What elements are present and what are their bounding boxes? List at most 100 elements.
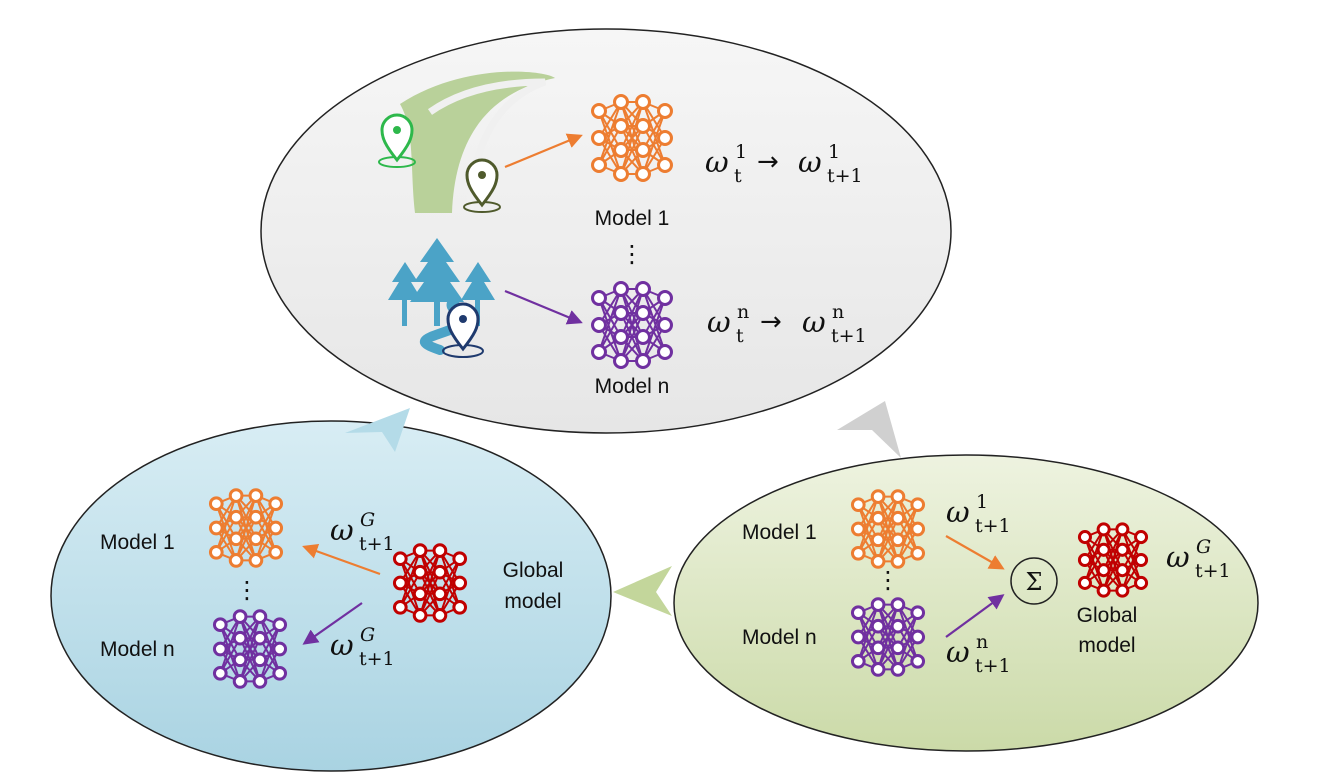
right-global-weight: ω G t+1: [1166, 536, 1231, 582]
nn-node: [268, 520, 284, 536]
nn-node: [1115, 583, 1130, 598]
nn-edge: [877, 496, 899, 562]
nn-node: [1096, 563, 1111, 578]
nn-node: [252, 652, 268, 668]
right-modeln-label: Model n: [742, 626, 817, 649]
nn-node: [613, 353, 629, 369]
svg-text:ω: ω: [946, 495, 970, 529]
nn-node: [212, 641, 228, 657]
nn-node: [657, 290, 673, 306]
nn-edge: [598, 110, 622, 175]
svg-text:t+1: t+1: [975, 655, 1011, 677]
right-model1-label: Model 1: [742, 521, 817, 544]
svg-text:t+1: t+1: [1195, 560, 1231, 582]
nn-edge: [1084, 529, 1105, 584]
nn-edge: [857, 504, 880, 562]
nn-node: [452, 551, 468, 567]
svg-text:1: 1: [828, 141, 840, 163]
road-map-pin-icon: [378, 71, 555, 214]
nn-node: [613, 142, 629, 158]
top-modeln-label: Model n: [595, 375, 670, 398]
svg-text:1: 1: [976, 491, 988, 513]
nn-node: [228, 553, 244, 568]
nn-node: [850, 629, 866, 645]
right-global-label-line2: model: [1078, 634, 1135, 657]
nn-node: [1134, 530, 1149, 545]
nn-node: [910, 605, 926, 621]
nn-edge: [896, 612, 919, 670]
nn-edge: [258, 624, 281, 682]
cycle-arrow-left-icon: [613, 566, 672, 616]
neural-network-icon: [850, 489, 926, 569]
nn-node: [635, 353, 651, 369]
nn-node: [591, 157, 607, 173]
nn-node: [870, 618, 886, 634]
nn-node: [613, 94, 629, 110]
nn-node: [635, 94, 651, 110]
nn-node: [657, 130, 673, 146]
nn-node: [591, 290, 607, 306]
nn-node: [870, 489, 886, 504]
nn-edge: [1121, 536, 1142, 591]
nn-node: [248, 531, 264, 547]
svg-text:n: n: [832, 301, 844, 323]
nn-node: [228, 509, 244, 525]
nn-node: [1134, 575, 1149, 590]
nn-edge: [620, 288, 644, 338]
nn-edge: [896, 504, 919, 562]
top-ellipse-local-training: [260, 28, 952, 434]
nn-node: [910, 545, 926, 561]
nn-edge: [598, 101, 622, 166]
nn-edge: [620, 288, 644, 362]
nn-node: [890, 510, 906, 526]
nn-node: [635, 281, 651, 297]
nn-node: [232, 652, 248, 668]
nn-edge: [620, 101, 644, 151]
top-vdots: ⋮: [620, 240, 644, 268]
nn-edge: [620, 312, 644, 362]
nn-node: [248, 488, 264, 503]
nn-node: [212, 665, 228, 681]
nn-edge: [642, 101, 666, 166]
nn-edge: [219, 624, 242, 682]
nn-edge: [1084, 536, 1105, 591]
weight-update-equation-n: ω n t → ω n t+1: [707, 301, 867, 347]
nn-node: [850, 545, 866, 561]
nn-node: [272, 617, 288, 633]
arrow-global-to-modeln: [302, 602, 363, 645]
nn-node: [228, 531, 244, 547]
svg-text:ω: ω: [330, 513, 354, 547]
nn-edge: [620, 101, 644, 175]
svg-text:t+1: t+1: [827, 165, 863, 187]
nn-edge: [438, 550, 461, 608]
svg-text:t+1: t+1: [831, 325, 867, 347]
nn-node: [613, 329, 629, 345]
nn-edge: [215, 503, 238, 561]
nn-node: [890, 597, 906, 612]
nn-node: [870, 554, 886, 569]
nn-edge: [438, 558, 461, 616]
neural-network-icon: [850, 597, 926, 677]
nn-edge: [239, 637, 261, 682]
nn-node: [890, 662, 906, 677]
nn-edge: [857, 604, 880, 662]
nn-node: [635, 142, 651, 158]
arrow-local-to-model1: [504, 133, 583, 169]
nn-node: [635, 166, 651, 182]
nn-node: [432, 586, 448, 602]
nn-node: [248, 509, 264, 525]
svg-text:ω: ω: [705, 145, 729, 179]
nn-edge: [419, 550, 441, 595]
nn-edge: [239, 616, 261, 661]
nn-node: [890, 640, 906, 656]
nn-node: [870, 640, 886, 656]
nn-node: [890, 618, 906, 634]
arrow-model1-to-sum: [945, 535, 1005, 570]
nn-edge: [1102, 529, 1124, 591]
sum-symbol: Σ: [1026, 568, 1043, 596]
nn-node: [272, 641, 288, 657]
svg-text:ω: ω: [802, 305, 826, 339]
nn-node: [432, 564, 448, 580]
nn-node: [890, 532, 906, 548]
